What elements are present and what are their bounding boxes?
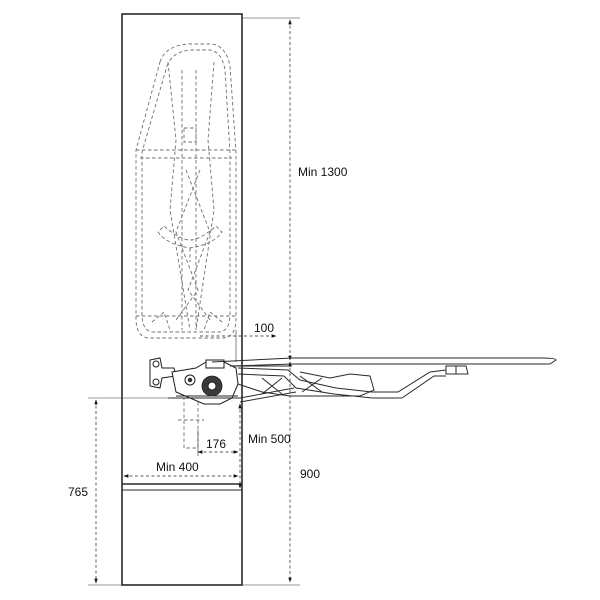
- dim-765-label: 765: [68, 485, 88, 499]
- truss-brace: [301, 377, 323, 393]
- deployed-board: [211, 357, 557, 403]
- truss-brace: [261, 377, 283, 395]
- bracket-bolt: [152, 378, 160, 386]
- folded-board-inner-outline: [141, 49, 231, 333]
- board-end-cap: [445, 365, 469, 375]
- folded-board-hidden: [135, 43, 237, 449]
- folded-bracket: [157, 225, 223, 249]
- folded-legs: [167, 61, 191, 331]
- dim-min-400-label: Min 400: [156, 460, 199, 474]
- dimensions: Min 1300 900 100 Min 500 176 Min 400 765: [68, 17, 348, 586]
- folded-board-outline: [135, 43, 237, 339]
- folded-hinge: [183, 127, 197, 143]
- dim-176-label: 176: [206, 437, 226, 451]
- dim-900-label: 900: [300, 467, 320, 481]
- board-top: [211, 357, 557, 367]
- dim-100-label: 100: [254, 321, 274, 335]
- bracket-bolt: [152, 360, 160, 368]
- truss-brace: [299, 375, 323, 393]
- mechanism-plate: [205, 359, 225, 369]
- support-frame: [237, 373, 446, 399]
- cabinet-outline: [121, 13, 243, 586]
- cabinet: [121, 13, 243, 586]
- pivot-mechanism: [149, 357, 240, 405]
- lower-stem-hidden: [183, 397, 199, 449]
- folded-legs: [185, 169, 211, 321]
- dim-min-500-label: Min 500: [248, 432, 291, 446]
- pivot-pin-inner: [187, 377, 193, 383]
- folded-legs: [195, 61, 215, 331]
- folded-legs: [175, 169, 201, 321]
- frame-rail: [239, 387, 295, 399]
- dim-min-1300-label: Min 1300: [298, 165, 348, 179]
- folded-foot: [203, 311, 223, 331]
- support-frame: [237, 371, 375, 397]
- frame-rail: [239, 391, 297, 403]
- folded-foot: [151, 311, 171, 331]
- gear-center: [207, 381, 217, 391]
